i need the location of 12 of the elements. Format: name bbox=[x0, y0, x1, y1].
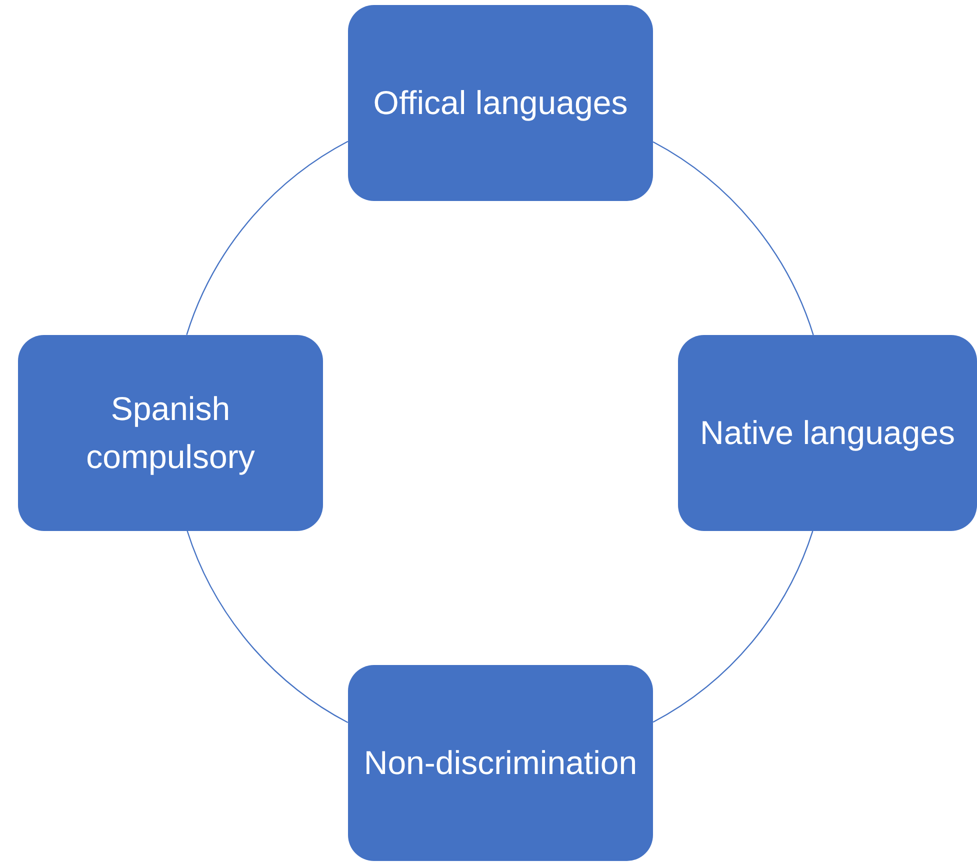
connector-arc bbox=[186, 530, 348, 724]
box-label: Offical languages bbox=[373, 83, 628, 124]
rounded-box bbox=[678, 335, 977, 531]
connector-arc bbox=[652, 141, 814, 336]
rounded-box bbox=[348, 665, 653, 861]
box-label: Spanish compulsory bbox=[85, 389, 256, 477]
connector-arc bbox=[652, 530, 814, 723]
rounded-box bbox=[18, 335, 323, 531]
rounded-box bbox=[348, 5, 653, 201]
box-label: Non-discrimination bbox=[364, 743, 638, 784]
connector-arc bbox=[186, 140, 348, 335]
box-label: Native languages bbox=[700, 413, 955, 454]
